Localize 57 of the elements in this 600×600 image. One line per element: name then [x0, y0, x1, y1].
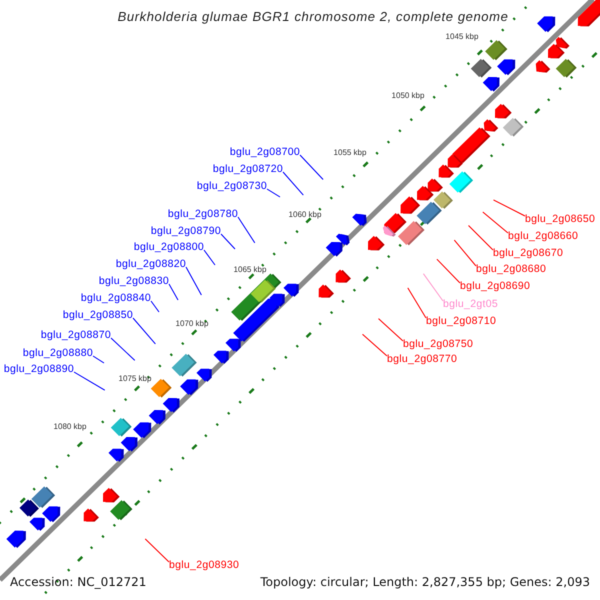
leader-line — [220, 234, 236, 250]
gene-label: bglu_2g08730 — [196, 180, 267, 192]
leader-line — [282, 172, 304, 196]
leader-line — [436, 258, 460, 284]
gene-label: bglu_2g08820 — [116, 258, 186, 270]
leader-line — [362, 334, 388, 356]
gene-label: bglu_2g08650 — [525, 213, 596, 225]
leader-line — [238, 216, 256, 244]
leader-line — [110, 338, 136, 361]
gene-label: bglu_2g08830 — [98, 275, 169, 287]
gene-label: bglu_2g08850 — [62, 309, 133, 321]
scale-label: 1060 kbp — [288, 210, 322, 220]
gene-label: bglu_2g08840 — [80, 292, 151, 304]
title: Burkholderia glumae BGR1 chromosome 2, complete genome — [118, 9, 508, 24]
info-text: Accession: NC_012721 — [10, 574, 146, 589]
gene-label: bglu_2g08790 — [150, 225, 221, 237]
leader-line — [144, 538, 170, 562]
leader-line — [407, 287, 426, 318]
scale-label: 1050 kbp — [392, 91, 424, 100]
gene-label: bglu_2g08660 — [508, 230, 578, 242]
gene-label: bglu_2g08690 — [460, 280, 530, 292]
gene-label: bglu_2g08700 — [230, 146, 300, 158]
leader-line — [204, 250, 216, 266]
leader-line — [482, 212, 508, 234]
leader-line — [92, 356, 104, 364]
scale-label: 1065 kbp — [234, 265, 266, 274]
leader-line — [186, 266, 202, 296]
leader-line — [378, 318, 404, 342]
gene-label: bglu_2g08670 — [493, 247, 564, 259]
gene-label: bglu_2g08720 — [212, 163, 283, 175]
leader-line — [132, 318, 156, 344]
gene-label: bglu_2g08750 — [403, 338, 474, 350]
scale-label: 1075 kbp — [118, 374, 152, 384]
leader-line — [266, 188, 280, 198]
gene-label: bglu_2g08800 — [134, 241, 204, 253]
gene-label: bglu_2g08880 — [22, 347, 93, 359]
gene-label: bglu_2g08710 — [426, 315, 496, 327]
leader-line — [493, 199, 526, 216]
scale-label: 1070 kbp — [176, 319, 208, 328]
gene-label: bglu_2g08780 — [168, 208, 238, 220]
gene-label: bglu_2g08680 — [476, 263, 546, 275]
leader-line — [74, 372, 106, 391]
leader-line — [454, 240, 476, 266]
gene-label: bglu_2g08890 — [4, 363, 74, 375]
gene-label: bglu_2g08930 — [169, 559, 240, 571]
gene-label: bglu_2g08770 — [387, 353, 458, 365]
leader-line — [422, 273, 444, 302]
scale-label: 1055 kbp — [334, 148, 366, 158]
scale-label: 1045 kbp — [446, 32, 478, 42]
info-text: Topology: circular; Length: 2,827,355 bp; Genes: 2,093 — [260, 574, 590, 589]
leader-line — [168, 284, 178, 300]
gene-label: bglu_2g08870 — [40, 329, 111, 341]
leader-line — [300, 154, 324, 180]
gene-label: bglu_2gt05 — [443, 298, 498, 310]
leader-line — [150, 300, 160, 312]
scale-label: 1080 kbp — [54, 422, 86, 432]
leader-line — [468, 225, 494, 250]
